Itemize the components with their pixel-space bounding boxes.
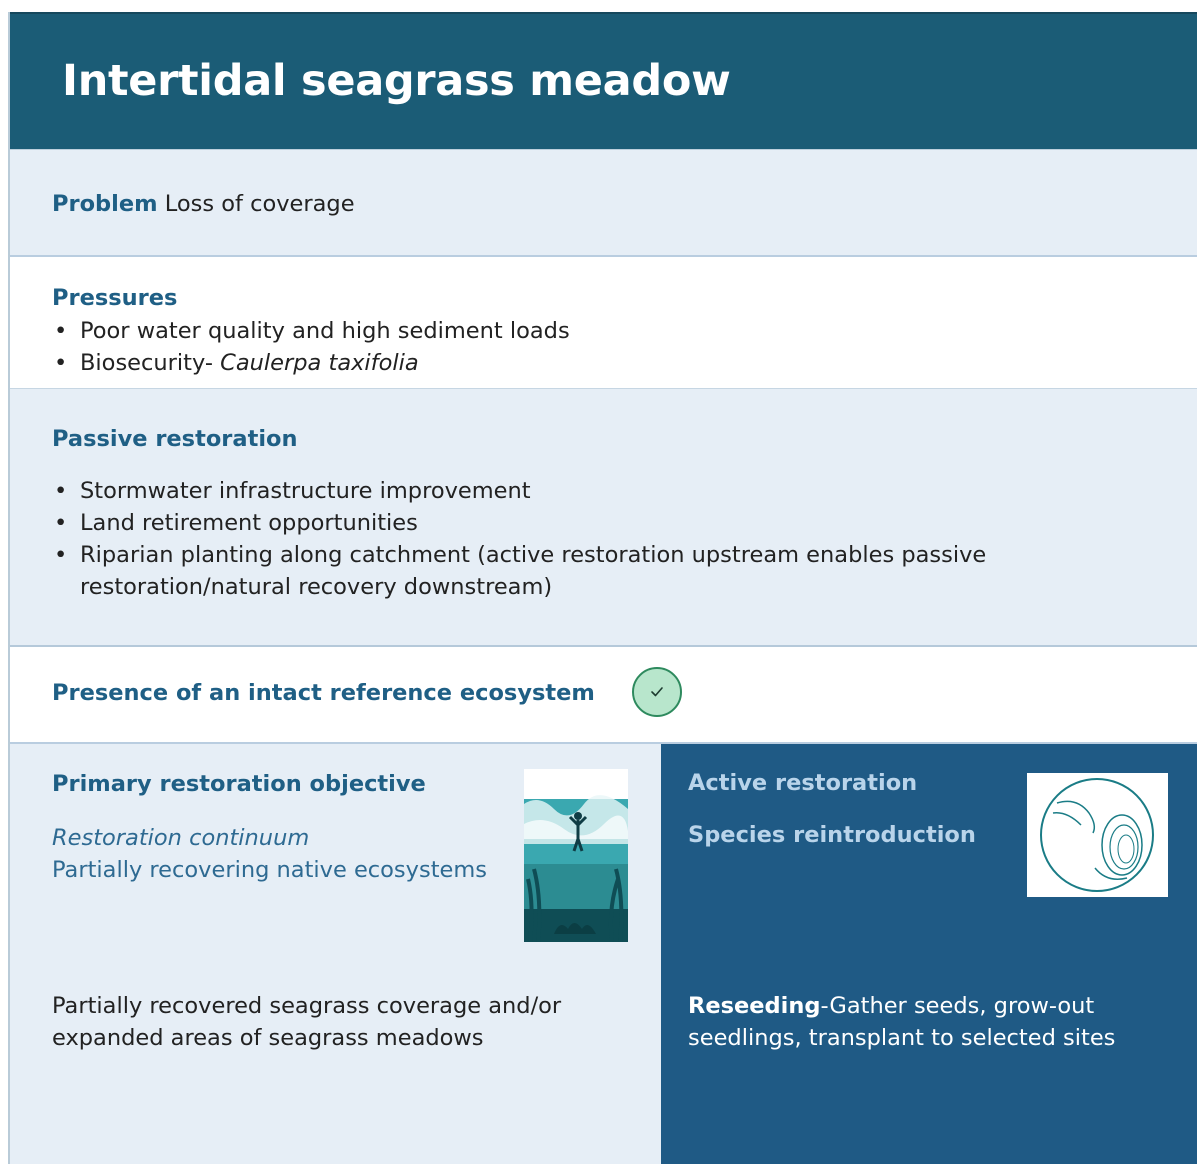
header-banner: Intertidal seagrass meadow — [10, 12, 1197, 149]
problem-line: Problem Loss of coverage — [52, 191, 355, 217]
list-item: Biosecurity- Caulerpa taxifolia — [54, 347, 570, 379]
reference-title: Presence of an intact reference ecosyste… — [52, 680, 595, 706]
problem-section: Problem Loss of coverage — [10, 149, 1197, 255]
check-icon — [632, 667, 682, 717]
document-card: Intertidal seagrass meadow Problem Loss … — [8, 12, 1197, 1164]
bottom-panels: Primary restoration objective Restoratio… — [10, 742, 1197, 1164]
passive-restoration-section: Passive restoration Stormwater infrastru… — [10, 388, 1197, 645]
page-title: Intertidal seagrass meadow — [62, 56, 731, 106]
pressures-list: Poor water quality and high sediment loa… — [54, 315, 570, 379]
objective-title: Primary restoration objective — [52, 771, 426, 797]
list-item: Riparian planting along catchment (activ… — [54, 539, 1054, 603]
problem-label: Problem — [52, 191, 158, 217]
list-item: Land retirement opportunities — [54, 507, 1054, 539]
reference-ecosystem-section: Presence of an intact reference ecosyste… — [10, 645, 1197, 742]
passive-list: Stormwater infrastructure improvement La… — [54, 475, 1054, 603]
active-title: Active restoration — [688, 770, 918, 796]
hand-shell-illustration — [1027, 773, 1168, 897]
objective-description: Partially recovered seagrass coverage an… — [52, 993, 562, 1051]
active-restoration-panel: Active restoration Species reintroductio… — [661, 744, 1197, 1164]
problem-text: Loss of coverage — [164, 191, 355, 217]
list-item: Stormwater infrastructure improvement — [54, 475, 1054, 507]
active-desc-bold: Reseeding — [688, 993, 821, 1019]
objective-subtitle: Partially recovering native ecosystems — [52, 857, 487, 883]
active-desc-rest: -Gather seeds, grow-out seedlings, trans… — [688, 993, 1116, 1051]
pressures-title: Pressures — [52, 285, 178, 311]
diver-seagrass-illustration — [524, 769, 628, 942]
list-item: Poor water quality and high sediment loa… — [54, 315, 570, 347]
passive-title: Passive restoration — [52, 426, 298, 452]
active-subtitle: Species reintroduction — [688, 822, 976, 848]
pressures-section: Pressures Poor water quality and high se… — [10, 255, 1197, 388]
active-description: Reseeding-Gather seeds, grow-out seedlin… — [688, 990, 1178, 1054]
species-name: Caulerpa taxifolia — [220, 350, 419, 376]
pressure-item-text: Biosecurity- — [80, 350, 221, 376]
objective-panel: Primary restoration objective Restoratio… — [10, 744, 660, 1164]
check-mark-glyph — [651, 687, 663, 697]
objective-continuum: Restoration continuum — [52, 825, 310, 851]
pressure-item-text: Poor water quality and high sediment loa… — [80, 318, 570, 344]
